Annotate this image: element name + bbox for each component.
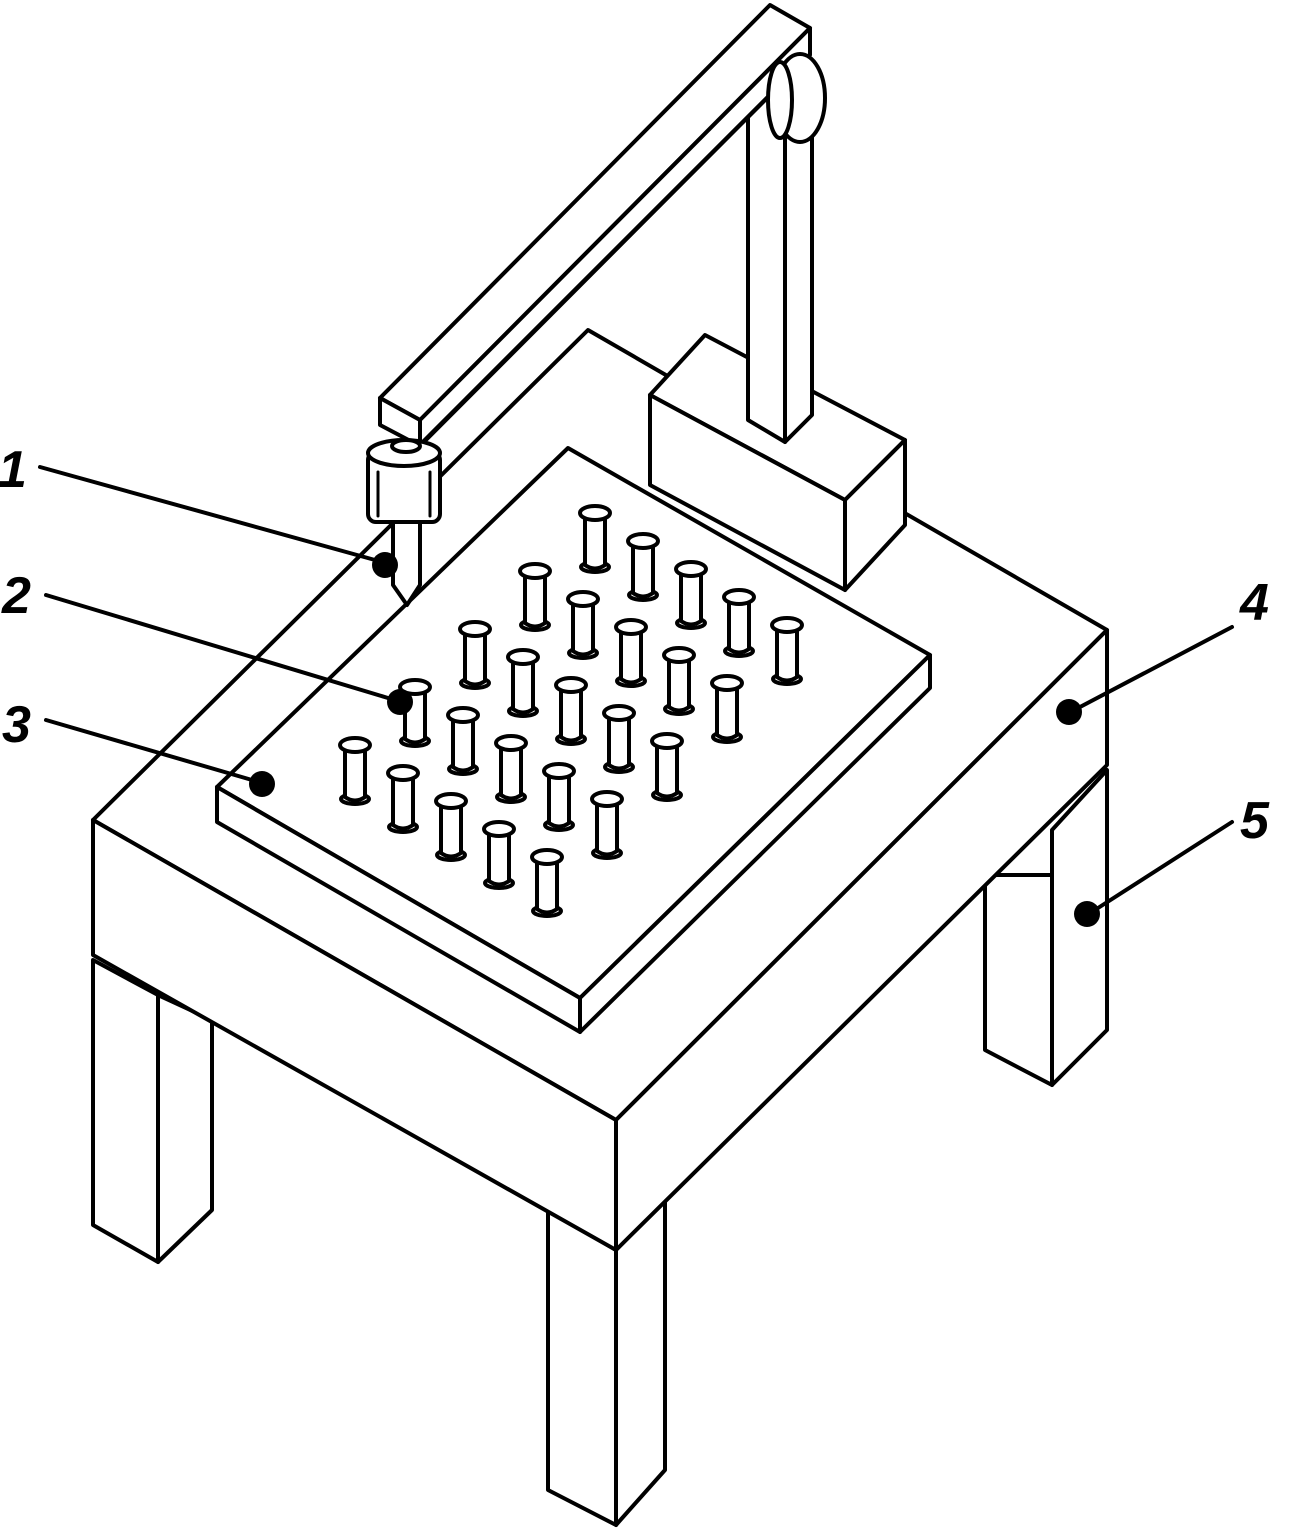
peg — [518, 562, 552, 632]
peg — [530, 848, 564, 918]
table-leg-back-right — [983, 768, 1109, 1087]
callout-4: 4 — [1056, 574, 1269, 725]
peg — [566, 590, 600, 660]
pulley — [766, 52, 827, 144]
peg — [674, 560, 708, 630]
callout-2: 2 — [1, 567, 413, 715]
callout-number-4: 4 — [1239, 574, 1269, 632]
peg — [338, 736, 372, 806]
callout-5: 5 — [1074, 792, 1270, 927]
peg — [722, 588, 756, 658]
peg — [602, 704, 636, 774]
peg — [446, 706, 480, 776]
peg — [590, 790, 624, 860]
peg — [710, 674, 744, 744]
peg — [662, 646, 696, 716]
table-leg-front-left — [91, 958, 214, 1264]
callout-1: 1 — [0, 441, 398, 578]
peg — [494, 734, 528, 804]
peg — [542, 762, 576, 832]
callout-3: 3 — [2, 696, 275, 797]
peg — [554, 676, 588, 746]
callout-number-3: 3 — [2, 696, 31, 754]
peg-array — [338, 504, 804, 918]
peg — [770, 616, 804, 686]
peg — [386, 764, 420, 834]
peg — [506, 648, 540, 718]
probe-head — [366, 438, 442, 607]
callout-number-2: 2 — [1, 567, 31, 625]
peg — [458, 620, 492, 690]
peg — [434, 792, 468, 862]
table-leg-front-center — [546, 1198, 667, 1527]
callout-number-1: 1 — [0, 441, 27, 499]
vertical-column — [746, 78, 814, 444]
peg — [482, 820, 516, 890]
peg — [650, 732, 684, 802]
callout-number-5: 5 — [1240, 792, 1270, 850]
peg — [578, 504, 612, 574]
peg — [614, 618, 648, 688]
peg — [626, 532, 660, 602]
